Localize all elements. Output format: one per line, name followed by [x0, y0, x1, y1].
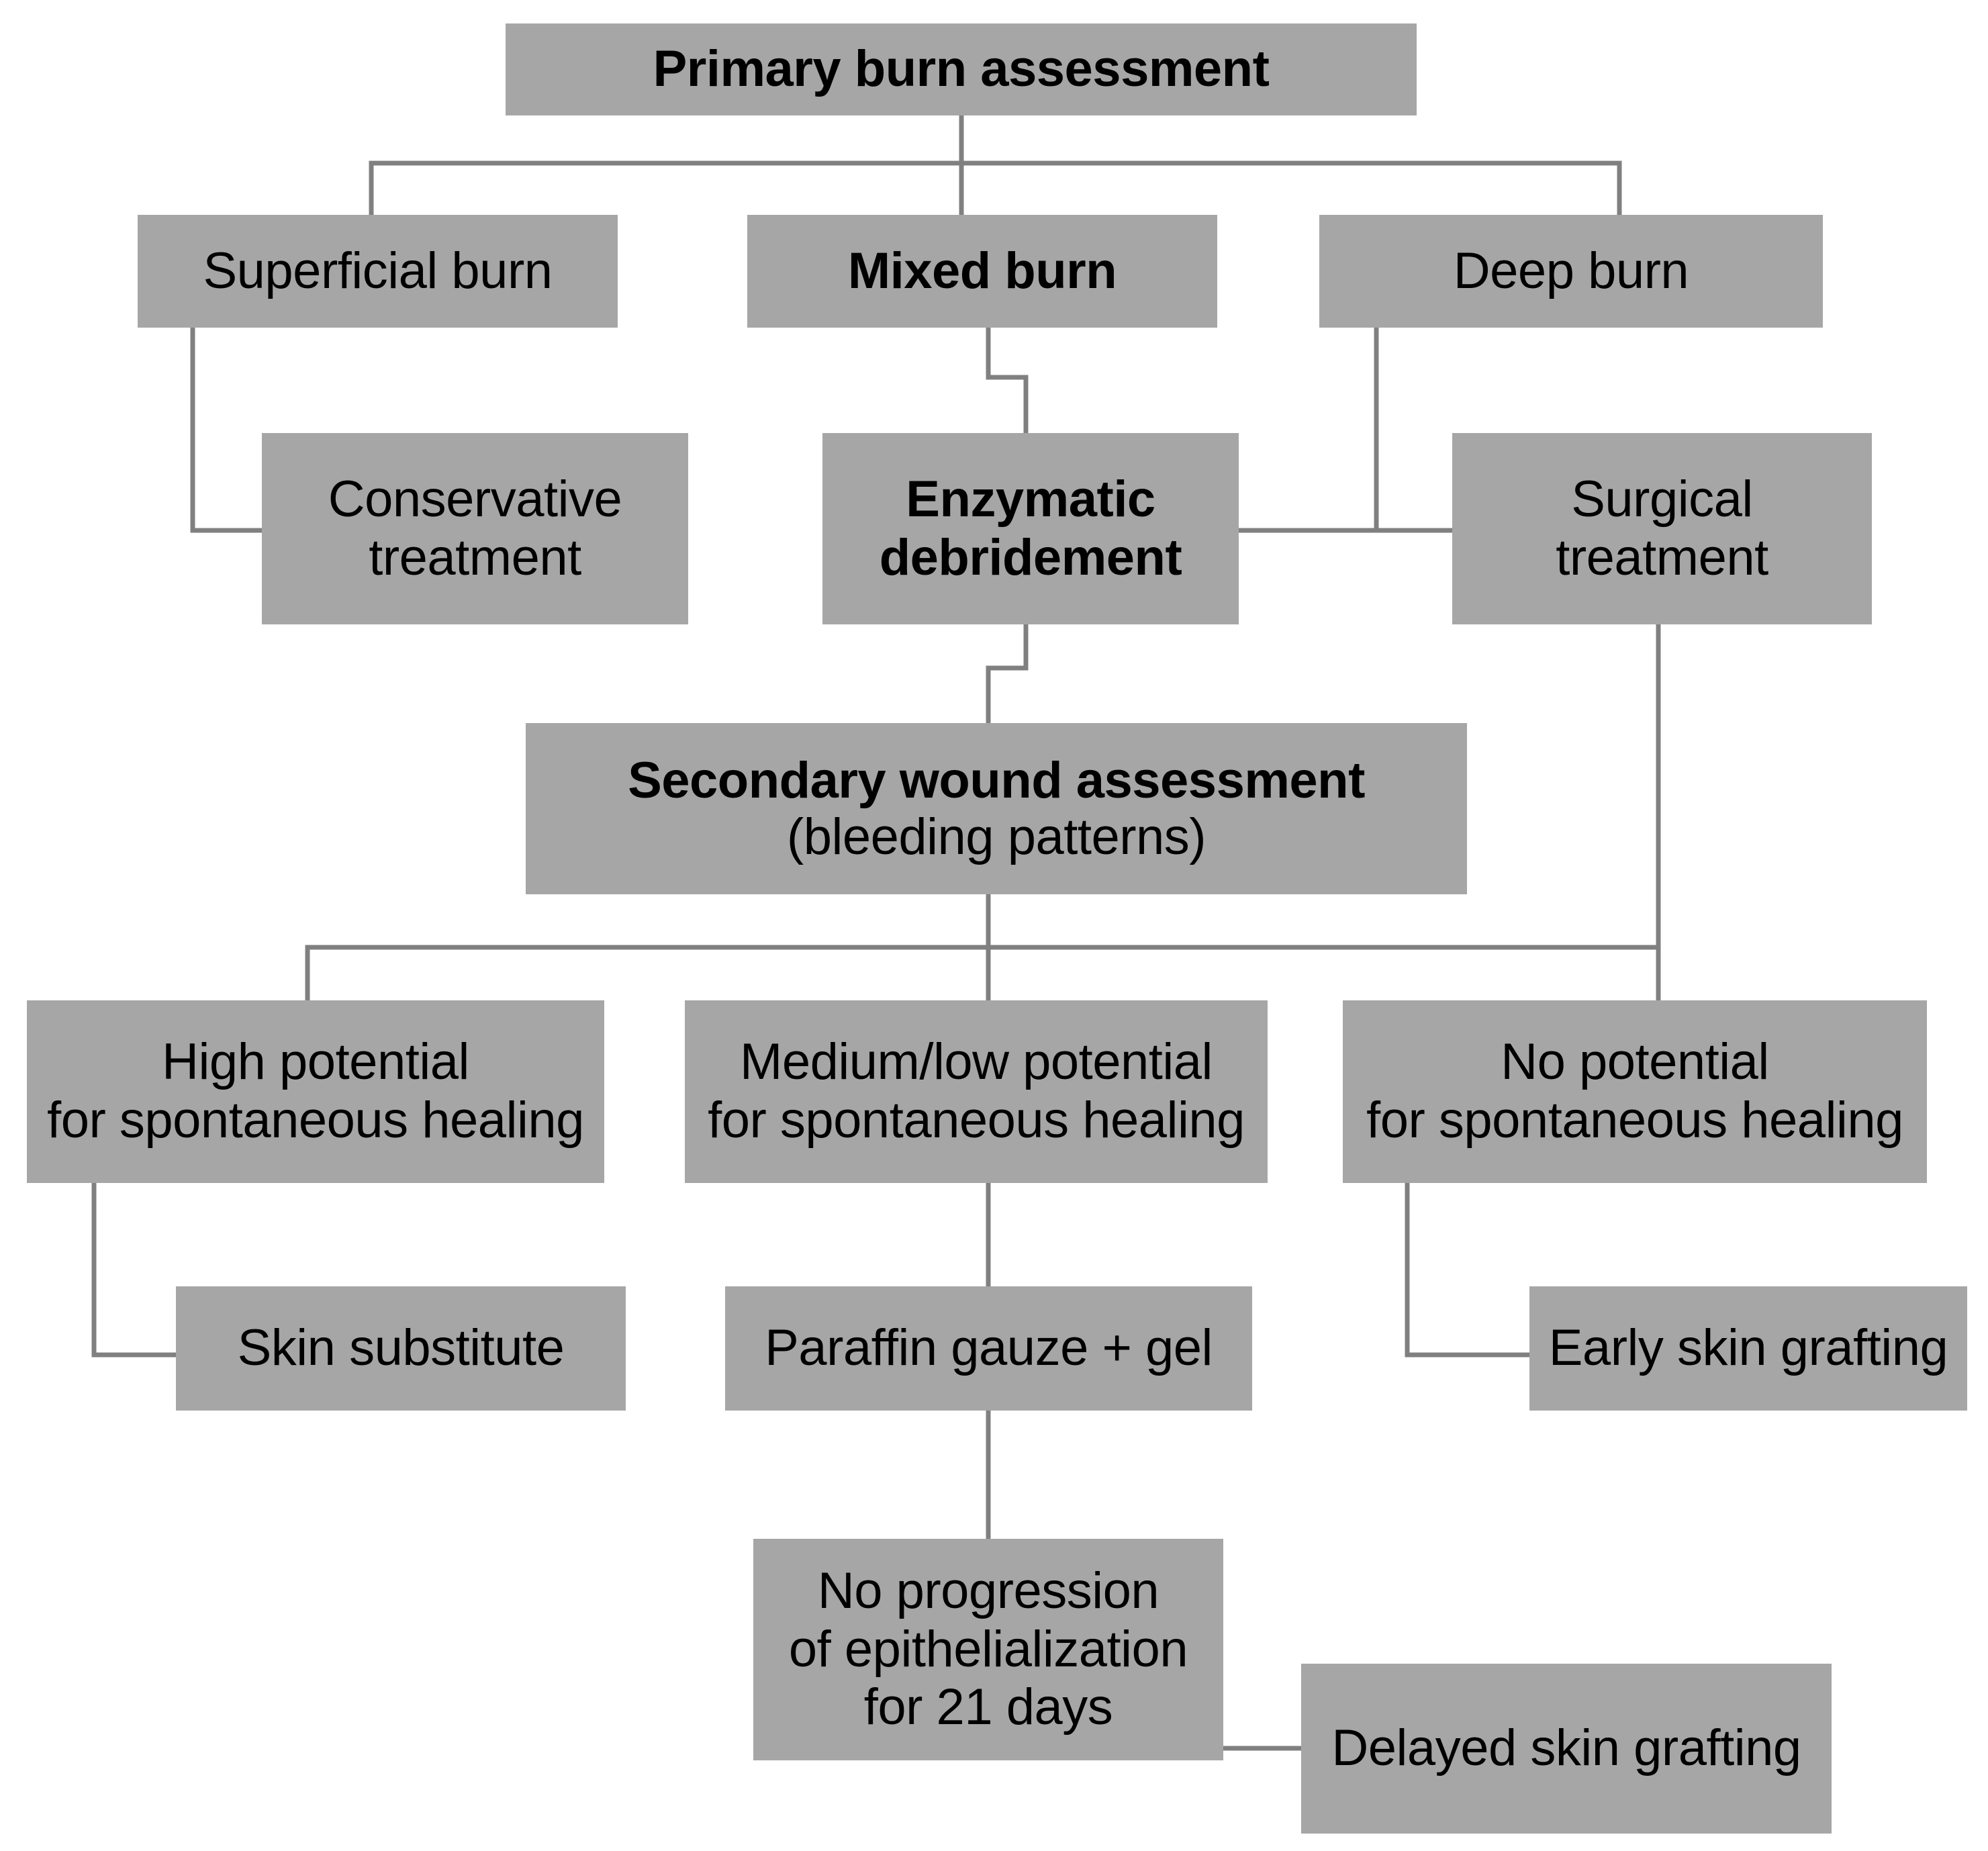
edge-enzymatic-to-secondary [986, 622, 1029, 726]
edge-deep-to-surgical [1374, 325, 1455, 533]
node-secondary-wound-assessment[interactable]: Secondary wound assessment (bleeding pat… [526, 723, 1467, 894]
node-early-skin-grafting[interactable]: Early skin grafting [1529, 1286, 1967, 1411]
node-skin-substitute[interactable]: Skin substitute [176, 1286, 626, 1411]
node-secondary-line-1: Secondary wound assessment [628, 751, 1365, 809]
node-no-progression[interactable]: No progression of epithelialization for … [753, 1539, 1223, 1760]
node-medium-low-potential[interactable]: Medium/low potential for spontaneous hea… [685, 1000, 1268, 1183]
node-deep-burn[interactable]: Deep burn [1319, 215, 1823, 328]
node-high-potential[interactable]: High potential for spontaneous healing [27, 1000, 604, 1183]
node-primary-burn-assessment[interactable]: Primary burn assessment [506, 23, 1417, 115]
edge-high-potential-to-skin-substitute [91, 1180, 179, 1358]
node-superficial-burn[interactable]: Superficial burn [138, 215, 618, 328]
node-surgical-treatment[interactable]: Surgical treatment [1452, 433, 1872, 624]
node-enzymatic-debridement[interactable]: Enzymatic debridement [822, 433, 1239, 624]
node-no-potential[interactable]: No potential for spontaneous healing [1343, 1000, 1927, 1183]
edge-mixed-to-enzymatic [986, 325, 1029, 436]
node-paraffin-gauze-gel[interactable]: Paraffin gauze + gel [725, 1286, 1252, 1411]
node-secondary-line-2: (bleeding patterns) [786, 808, 1206, 865]
node-delayed-skin-grafting[interactable]: Delayed skin grafting [1301, 1664, 1832, 1834]
node-mixed-burn[interactable]: Mixed burn [747, 215, 1217, 328]
edge-no-potential-to-early-grafting [1405, 1180, 1532, 1358]
edge-superficial-to-conservative [190, 325, 265, 533]
node-conservative-treatment[interactable]: Conservative treatment [262, 433, 688, 624]
